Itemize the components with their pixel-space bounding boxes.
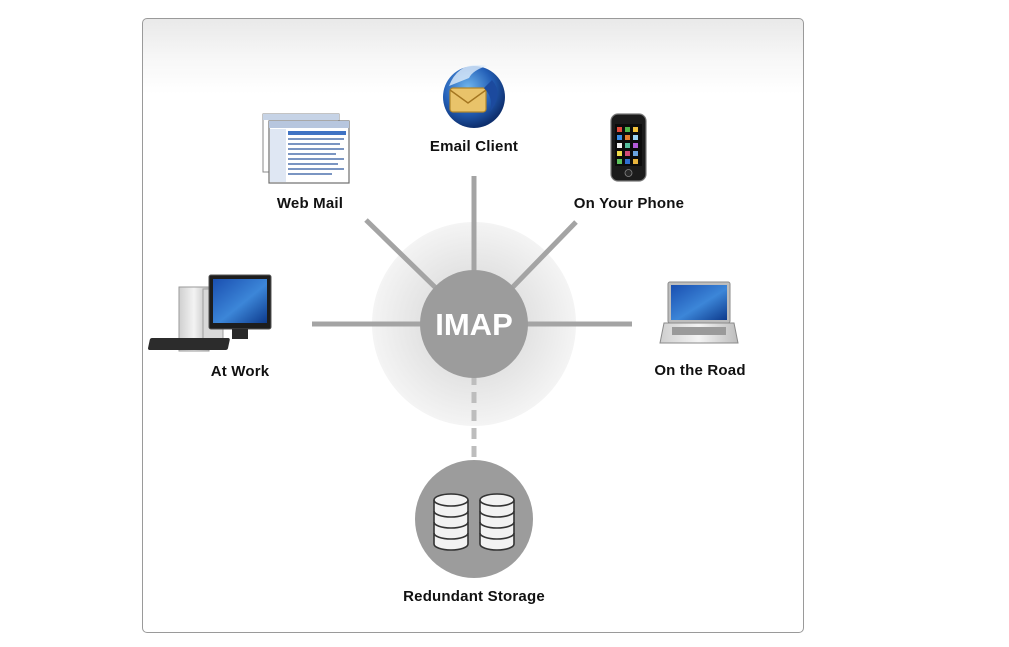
on-your-phone-label: On Your Phone bbox=[573, 195, 685, 212]
on-the-road-label: On the Road bbox=[654, 362, 746, 379]
thunderbird-icon bbox=[443, 64, 505, 128]
spoke-on-your-phone bbox=[506, 220, 578, 294]
connection-lines bbox=[312, 176, 632, 462]
email-client-label: Email Client bbox=[429, 138, 519, 155]
web-mail-label: Web Mail bbox=[276, 195, 344, 212]
smartphone-icon bbox=[610, 113, 647, 182]
imap-hub bbox=[420, 270, 528, 378]
laptop-icon bbox=[659, 281, 739, 344]
spoke-web-mail bbox=[364, 218, 442, 294]
redundant-storage-label: Redundant Storage bbox=[403, 588, 545, 605]
imap-label: IMAP bbox=[435, 307, 513, 342]
database-icon bbox=[415, 460, 533, 578]
at-work-label: At Work bbox=[210, 363, 270, 380]
browser-window-icon bbox=[262, 113, 350, 184]
desktop-computer-icon bbox=[147, 274, 272, 352]
